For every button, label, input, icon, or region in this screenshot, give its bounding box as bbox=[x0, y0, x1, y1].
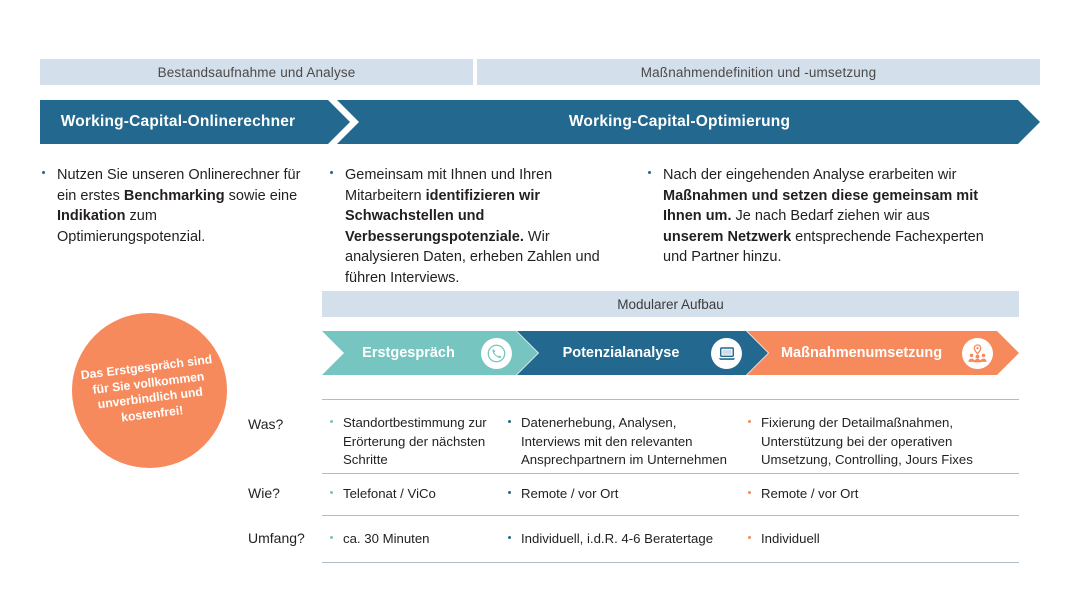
step-potenzialanalyse-label: Potenzialanalyse bbox=[562, 345, 680, 361]
bullet-dot bbox=[748, 420, 752, 424]
matrix-cell-umfang-3: Individuell bbox=[748, 530, 1010, 549]
phase-bar-analysis: Bestandsaufnahme und Analyse bbox=[40, 59, 473, 85]
phase-bar-analysis-label: Bestandsaufnahme und Analyse bbox=[157, 64, 356, 80]
matrix-cell-text: ca. 30 Minuten bbox=[343, 531, 430, 546]
bullet-dot bbox=[508, 420, 512, 424]
badge-free-consultation: Das Erstgespräch sind für Sie vollkommen… bbox=[72, 313, 227, 468]
matrix-cell-text: Datenerhebung, Analysen, Interviews mit … bbox=[521, 415, 727, 467]
banner-onlinerechner-label: Working-Capital-Onlinerechner bbox=[60, 113, 296, 130]
matrix-cell-text: Telefonat / ViCo bbox=[343, 486, 436, 501]
bullet-dot bbox=[508, 491, 512, 495]
matrix-cell-text: Standortbestimmung zur Erörterung der nä… bbox=[343, 415, 487, 467]
matrix-rule-bottom bbox=[322, 562, 1019, 563]
step-massnahmenumsetzung-label: Maßnahmenumsetzung bbox=[780, 345, 943, 361]
matrix-cell-was-1: Standortbestimmung zur Erörterung der nä… bbox=[330, 414, 498, 470]
matrix-cell-text: Individuell, i.d.R. 4-6 Beratertage bbox=[521, 531, 714, 546]
bullet-dot bbox=[330, 536, 334, 540]
bullet-column-3: Nach der eingehenden Analyse erarbeiten … bbox=[648, 165, 993, 268]
bullet-dot bbox=[330, 491, 334, 495]
phase-bar-implementation: Maßnahmendefinition und -umsetzung bbox=[477, 59, 1040, 85]
banner-onlinerechner: Working-Capital-Onlinerechner bbox=[40, 100, 350, 144]
matrix-rule-1 bbox=[322, 473, 1019, 474]
bullet-dot bbox=[748, 491, 752, 495]
matrix-rule-top bbox=[322, 399, 1019, 400]
matrix-cell-text: Remote / vor Ort bbox=[761, 486, 859, 501]
modular-title-bar: Modularer Aufbau bbox=[322, 291, 1019, 317]
matrix-cell-wie-2: Remote / vor Ort bbox=[508, 485, 736, 504]
team-location-icon bbox=[962, 338, 993, 369]
matrix-cell-was-3: Fixierung der Detailmaßnahmen, Unterstüt… bbox=[748, 414, 1010, 470]
bullet-dot bbox=[42, 171, 45, 174]
banner-optimierung-label: Working-Capital-Optimierung bbox=[568, 113, 791, 130]
bullet-dot bbox=[330, 420, 334, 424]
matrix-cell-text: Remote / vor Ort bbox=[521, 486, 619, 501]
bullet-text-1: Nutzen Sie unseren Onlinerechner für ein… bbox=[57, 167, 301, 245]
matrix-cell-wie-3: Remote / vor Ort bbox=[748, 485, 1010, 504]
matrix-cell-umfang-1: ca. 30 Minuten bbox=[330, 530, 498, 549]
banner-optimierung: Working-Capital-Optimierung bbox=[337, 100, 1040, 144]
matrix-cell-umfang-2: Individuell, i.d.R. 4-6 Beratertage bbox=[508, 530, 753, 549]
matrix-row-label-umfang: Umfang? bbox=[248, 530, 305, 546]
matrix-rule-2 bbox=[322, 515, 1019, 516]
step-erstgespraech-label: Erstgespräch bbox=[362, 345, 455, 361]
bullet-dot bbox=[330, 171, 333, 174]
bullet-column-2: Gemeinsam mit Ihnen und Ihren Mitarbeite… bbox=[330, 165, 622, 288]
step-massnahmenumsetzung[interactable]: Maßnahmenumsetzung bbox=[747, 331, 1019, 375]
matrix-cell-wie-1: Telefonat / ViCo bbox=[330, 485, 498, 504]
matrix-cell-text: Individuell bbox=[761, 531, 820, 546]
matrix-cell-was-2: Datenerhebung, Analysen, Interviews mit … bbox=[508, 414, 736, 470]
matrix-cell-text: Fixierung der Detailmaßnahmen, Unterstüt… bbox=[761, 415, 973, 467]
bullet-dot bbox=[648, 171, 651, 174]
bullet-column-1: Nutzen Sie unseren Onlinerechner für ein… bbox=[42, 165, 304, 247]
phone-icon bbox=[481, 338, 512, 369]
modular-title-label: Modularer Aufbau bbox=[617, 296, 724, 312]
step-erstgespraech[interactable]: Erstgespräch bbox=[322, 331, 538, 375]
matrix-row-label-was: Was? bbox=[248, 416, 284, 432]
phase-bar-implementation-label: Maßnahmendefinition und -umsetzung bbox=[640, 64, 877, 80]
bullet-text-3: Nach der eingehenden Analyse erarbeiten … bbox=[663, 167, 984, 265]
matrix-row-label-wie: Wie? bbox=[248, 485, 280, 501]
badge-text: Das Erstgespräch sind für Sie vollkommen… bbox=[80, 351, 213, 424]
step-potenzialanalyse[interactable]: Potenzialanalyse bbox=[517, 331, 768, 375]
bullet-text-2: Gemeinsam mit Ihnen und Ihren Mitarbeite… bbox=[345, 167, 600, 286]
bullet-dot bbox=[508, 536, 512, 540]
bullet-dot bbox=[748, 536, 752, 540]
laptop-icon bbox=[711, 338, 742, 369]
